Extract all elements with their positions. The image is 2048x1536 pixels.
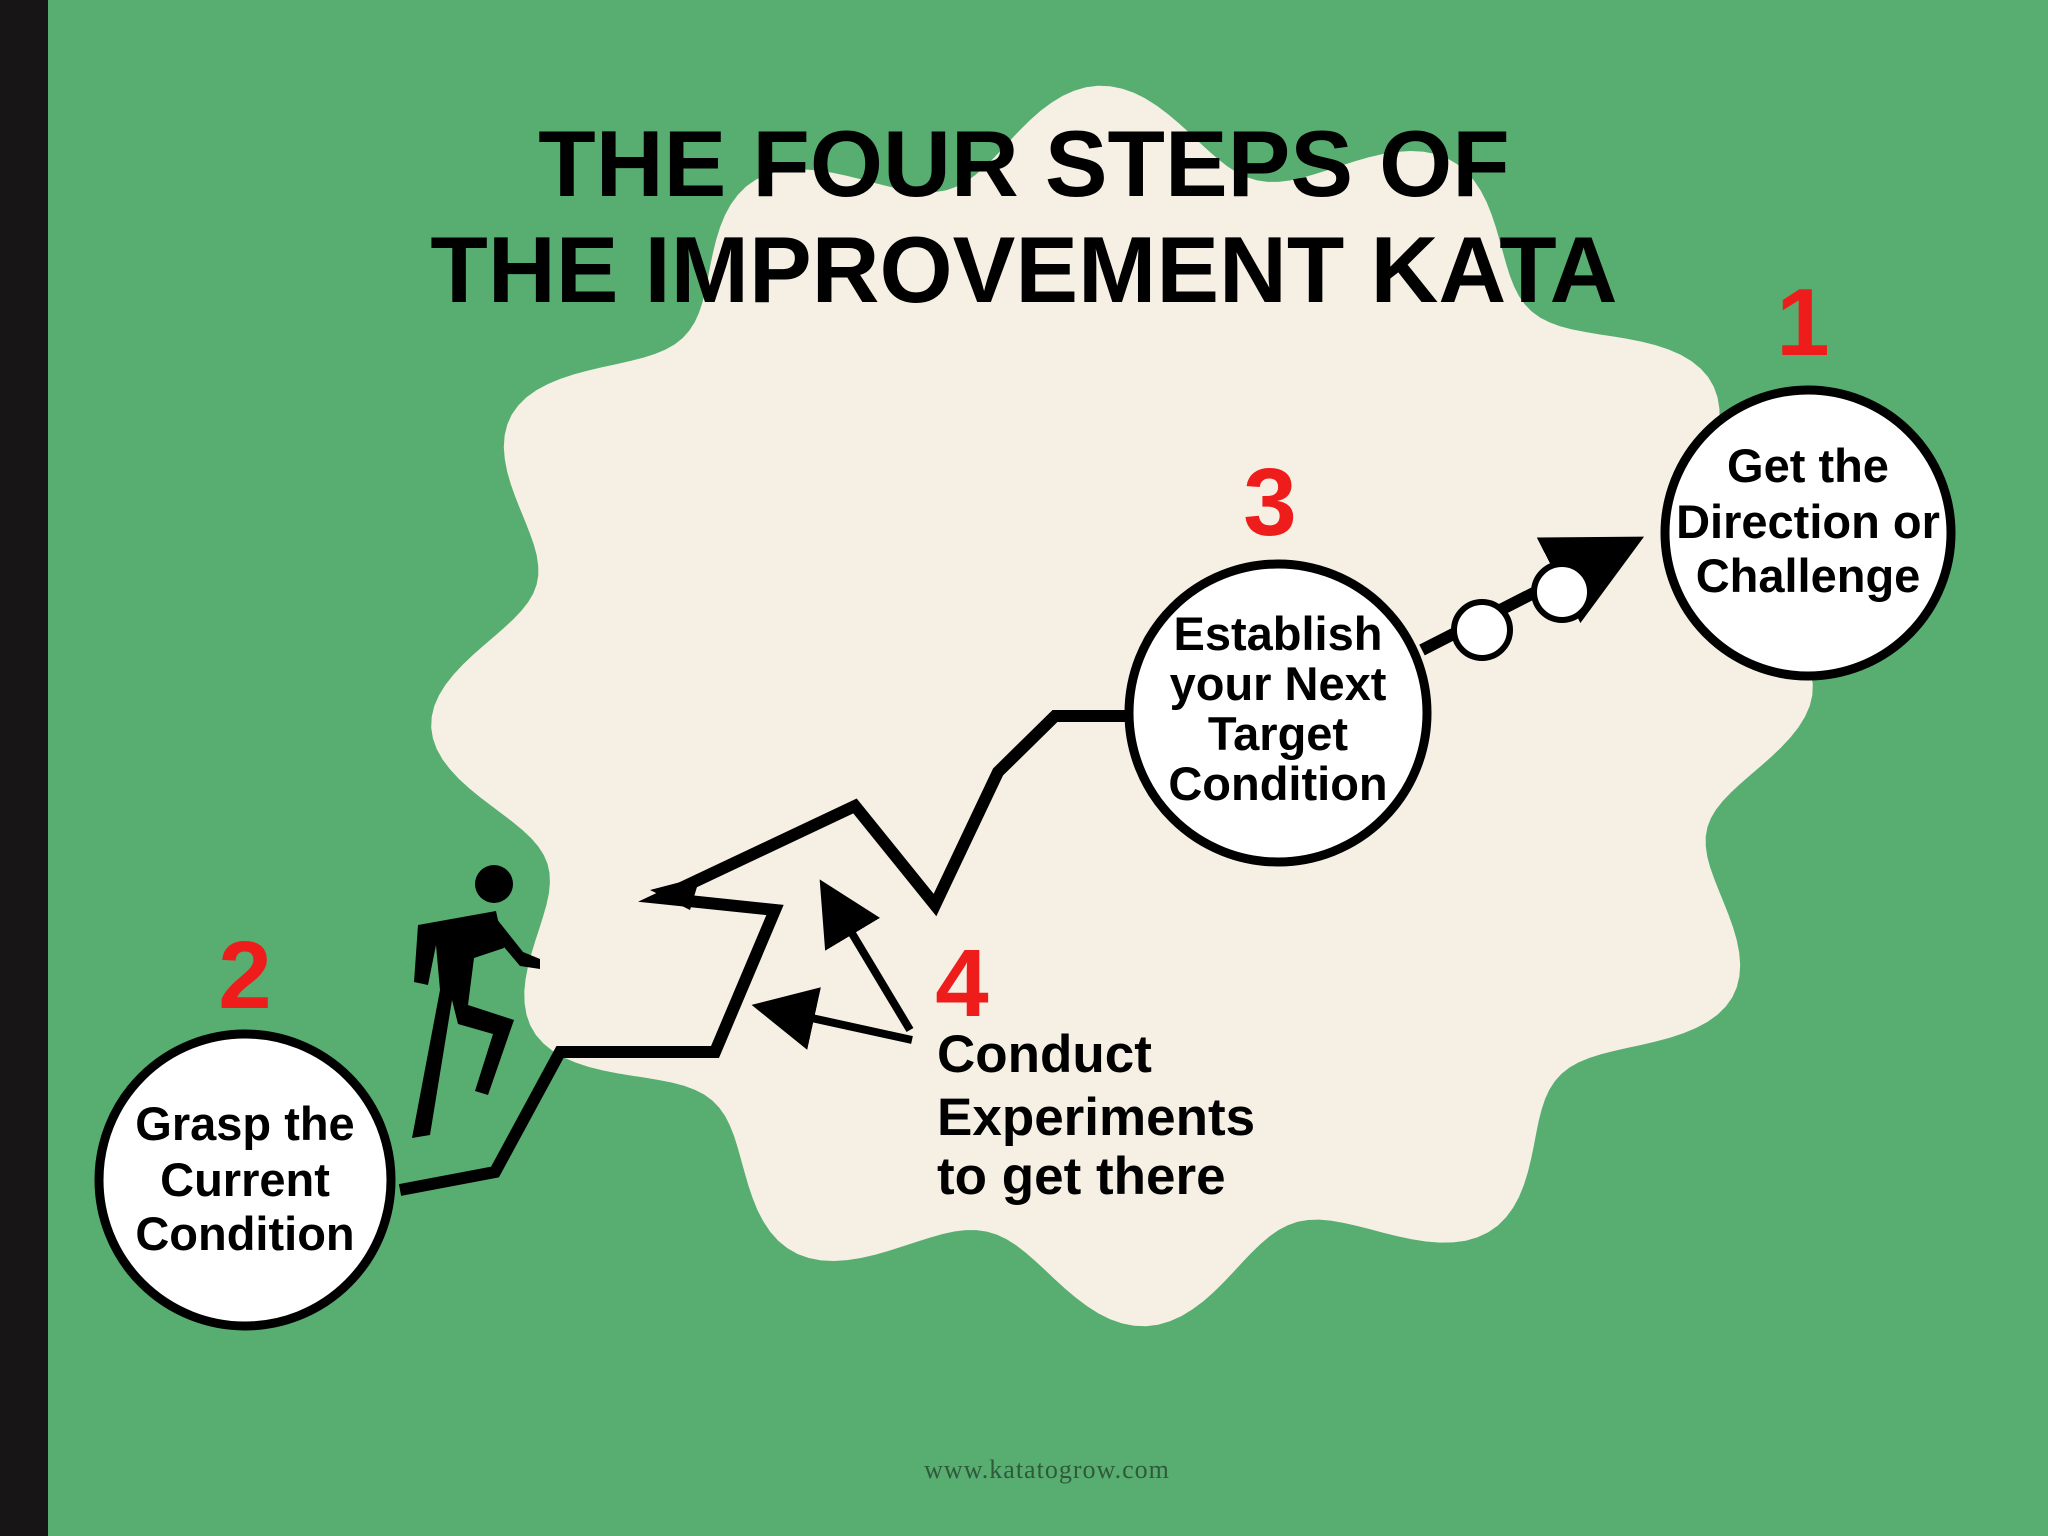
- step-number-4: 4: [935, 930, 988, 1037]
- step-number-3: 3: [1243, 449, 1296, 556]
- step-number-1: 1: [1776, 269, 1829, 376]
- step-2-label-line-1: Grasp the: [135, 1097, 354, 1150]
- left-edge-bar: [0, 0, 48, 1536]
- step-1-label-line-2: Direction or: [1676, 495, 1940, 548]
- title-line-2: THE IMPROVEMENT KATA: [430, 217, 1617, 322]
- step-3-label-line-3: Target: [1208, 707, 1348, 760]
- experiment-arrow-up: [819, 879, 914, 1033]
- walking-person-icon: [412, 865, 540, 1138]
- step-circle-2: [94, 1029, 396, 1331]
- title-line-1: THE FOUR STEPS OF: [538, 111, 1509, 216]
- step-circle-1: [1660, 385, 1956, 681]
- step-1-label-line-1: Get the: [1727, 439, 1889, 492]
- step-4-label-line-1: Conduct: [937, 1025, 1152, 1084]
- step-1-label-line-3: Challenge: [1696, 549, 1921, 602]
- step-2-label-line-2: Current: [160, 1153, 330, 1206]
- step-3-label-line-1: Establish: [1174, 607, 1383, 660]
- stepping-stone-icon: [1531, 561, 1593, 623]
- step-circle-3: [1124, 559, 1432, 867]
- step-number-2: 2: [218, 922, 271, 1029]
- step-3-label-line-4: Condition: [1168, 757, 1387, 810]
- step-4-label-line-2: Experiments: [937, 1088, 1255, 1147]
- step-4-label-line-3: to get there: [937, 1147, 1226, 1206]
- experiment-arrow-left: [751, 987, 913, 1050]
- arrowhead-icon: [650, 877, 700, 910]
- footer-url: www.katatogrow.com: [924, 1455, 1170, 1484]
- stepping-stone-icon: [1451, 599, 1513, 661]
- progress-path: [398, 710, 1125, 1196]
- step-2-label-line-3: Condition: [135, 1207, 354, 1260]
- step-3-label-line-2: your Next: [1170, 657, 1387, 710]
